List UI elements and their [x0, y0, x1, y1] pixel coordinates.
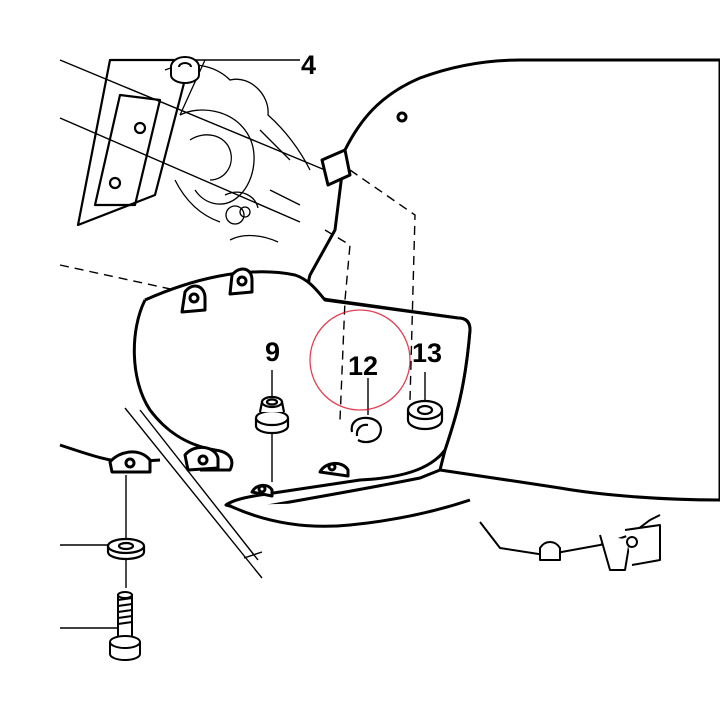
callout-part-9: 9: [265, 337, 280, 367]
top-bolt: [170, 56, 200, 84]
flange-nut: [254, 395, 290, 435]
fender-panel: [307, 58, 720, 502]
flat-washer: [106, 537, 146, 561]
frame-bracket: [76, 58, 192, 227]
spring-clip: [350, 416, 382, 444]
lower-panel: [59, 267, 472, 528]
lower-body: [479, 514, 661, 571]
mounting-bolt: [109, 591, 141, 661]
callout-part-4: 4: [301, 50, 316, 80]
dashed-alignment-lines: [59, 169, 416, 421]
callout-part-13: 13: [412, 338, 442, 368]
grommet: [406, 399, 444, 431]
assembly-lines: [59, 59, 426, 629]
engine-housing: [164, 59, 311, 243]
highlight-circle: [309, 309, 411, 411]
callout-part-12: 12: [348, 351, 378, 381]
